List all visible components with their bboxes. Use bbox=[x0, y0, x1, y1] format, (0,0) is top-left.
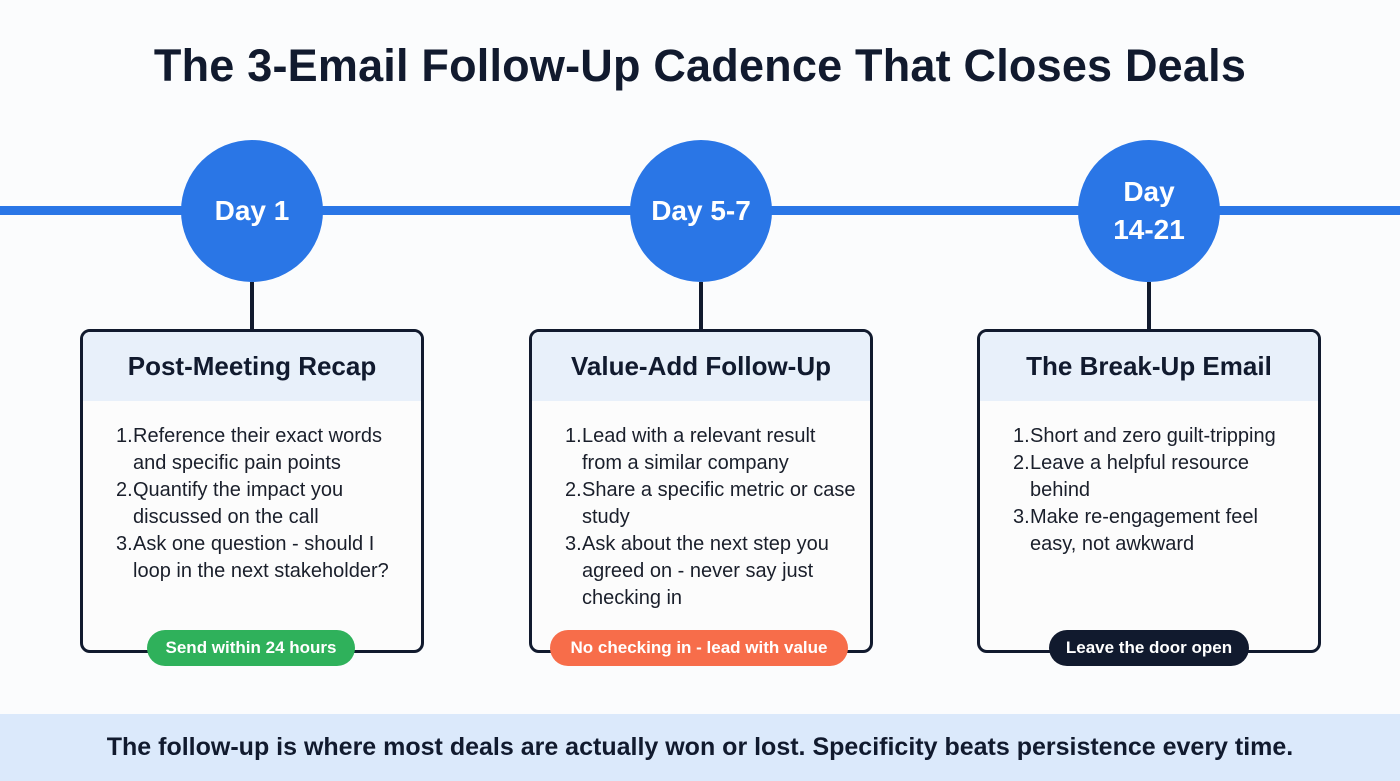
step-card: Value-Add Follow-Up Lead with a relevant… bbox=[529, 329, 873, 653]
step-card: The Break-Up Email Short and zero guilt-… bbox=[977, 329, 1321, 653]
list-item: Short and zero guilt-tripping bbox=[1013, 423, 1276, 450]
day-circle: Day 1 bbox=[181, 140, 323, 282]
list-item: Ask one question - should I loop in the … bbox=[116, 531, 389, 582]
page-title: The 3-Email Follow-Up Cadence That Close… bbox=[153, 40, 1247, 91]
list-item: Make re-engagement feel easy, not awkwar… bbox=[1013, 504, 1258, 555]
connector-line bbox=[699, 282, 703, 330]
footer-banner: The follow-up is where most deals are ac… bbox=[0, 714, 1400, 781]
list-item: Ask about the next step you agreed on - … bbox=[565, 531, 829, 609]
step-day-5-7: Day 5-7 Value-Add Follow-Up Lead with a … bbox=[529, 0, 873, 700]
status-badge: No checking in - lead with value bbox=[550, 630, 848, 666]
step-day-14-21: Day 14-21 The Break-Up Email Short and z… bbox=[977, 0, 1321, 700]
list-item: Share a specific metric or case study bbox=[565, 477, 856, 528]
day-label: Day 5-7 bbox=[651, 195, 751, 226]
footer-text: The follow-up is where most deals are ac… bbox=[106, 733, 1294, 761]
status-badge: Send within 24 hours bbox=[147, 630, 355, 666]
connector-line bbox=[1147, 282, 1151, 330]
step-day-1: Day 1 Post-Meeting Recap Reference their… bbox=[80, 0, 424, 700]
list-item: Leave a helpful resource behind bbox=[1013, 450, 1250, 501]
connector-line bbox=[250, 282, 254, 330]
card-list: Lead with a relevant result from a simil… bbox=[532, 423, 870, 612]
day-circle: Day 5-7 bbox=[630, 140, 772, 282]
list-item: Reference their exact words and specific… bbox=[116, 423, 383, 474]
card-heading: Value-Add Follow-Up bbox=[532, 332, 870, 401]
card-list: Reference their exact words and specific… bbox=[83, 423, 421, 585]
day-circle: Day 14-21 bbox=[1078, 140, 1220, 282]
status-badge: Leave the door open bbox=[1049, 630, 1249, 666]
card-heading: Post-Meeting Recap bbox=[83, 332, 421, 401]
step-card: Post-Meeting Recap Reference their exact… bbox=[80, 329, 424, 653]
list-item: Lead with a relevant result from a simil… bbox=[565, 423, 816, 474]
list-item: Quantify the impact you discussed on the… bbox=[116, 477, 344, 528]
day-label: Day 1 bbox=[214, 195, 290, 226]
card-list: Short and zero guilt-tripping Leave a he… bbox=[980, 423, 1318, 558]
day-label: Day 14-21 bbox=[1113, 176, 1185, 245]
card-heading: The Break-Up Email bbox=[980, 332, 1318, 401]
